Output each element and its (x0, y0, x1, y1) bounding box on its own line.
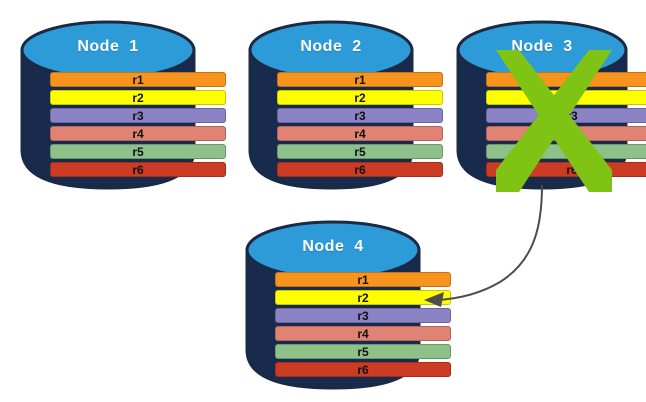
row-bar-r6[interactable]: r6 (50, 162, 226, 177)
row-bar-r3[interactable]: r3 (50, 108, 226, 123)
row-bar-r2[interactable]: r2 (275, 290, 451, 305)
row-bar-r4[interactable]: r4 (50, 126, 226, 141)
row-bar-r5[interactable]: r5 (50, 144, 226, 159)
node-node3[interactable]: Node 3 r1 r2 r3 r4 r5 r6 (456, 12, 646, 190)
row-list-node3: r1 r2 r3 r4 r5 r6 (456, 72, 646, 177)
row-list-node1: r1 r2 r3 r4 r5 r6 (20, 72, 256, 177)
node-node2[interactable]: Node 2 r1 r2 r3 r4 r5 r6 (248, 12, 443, 190)
row-bar-r6[interactable]: r6 (275, 362, 451, 377)
row-bar-r1[interactable]: r1 (277, 72, 443, 87)
row-bar-r2[interactable]: r2 (486, 90, 646, 105)
row-bar-r4[interactable]: r4 (277, 126, 443, 141)
row-bar-r3[interactable]: r3 (277, 108, 443, 123)
row-bar-r3[interactable]: r3 (275, 308, 451, 323)
row-bar-r6[interactable]: r6 (486, 162, 646, 177)
row-bar-r4[interactable]: r4 (486, 126, 646, 141)
row-bar-r1[interactable]: r1 (486, 72, 646, 87)
row-bar-r3[interactable]: r3 (486, 108, 646, 123)
row-bar-r2[interactable]: r2 (50, 90, 226, 105)
node-node1[interactable]: Node 1 r1 r2 r3 r4 r5 r6 (20, 12, 226, 190)
row-bar-r1[interactable]: r1 (50, 72, 226, 87)
row-list-node2: r1 r2 r3 r4 r5 r6 (248, 72, 472, 177)
row-bar-r5[interactable]: r5 (486, 144, 646, 159)
row-bar-r1[interactable]: r1 (275, 272, 451, 287)
row-bar-r5[interactable]: r5 (275, 344, 451, 359)
row-bar-r5[interactable]: r5 (277, 144, 443, 159)
node-node4[interactable]: Node 4 r1 r2 r3 r4 r5 r6 (245, 212, 451, 390)
row-list-node4: r1 r2 r3 r4 r5 r6 (245, 272, 481, 377)
row-bar-r4[interactable]: r4 (275, 326, 451, 341)
row-bar-r6[interactable]: r6 (277, 162, 443, 177)
row-bar-r2[interactable]: r2 (277, 90, 443, 105)
